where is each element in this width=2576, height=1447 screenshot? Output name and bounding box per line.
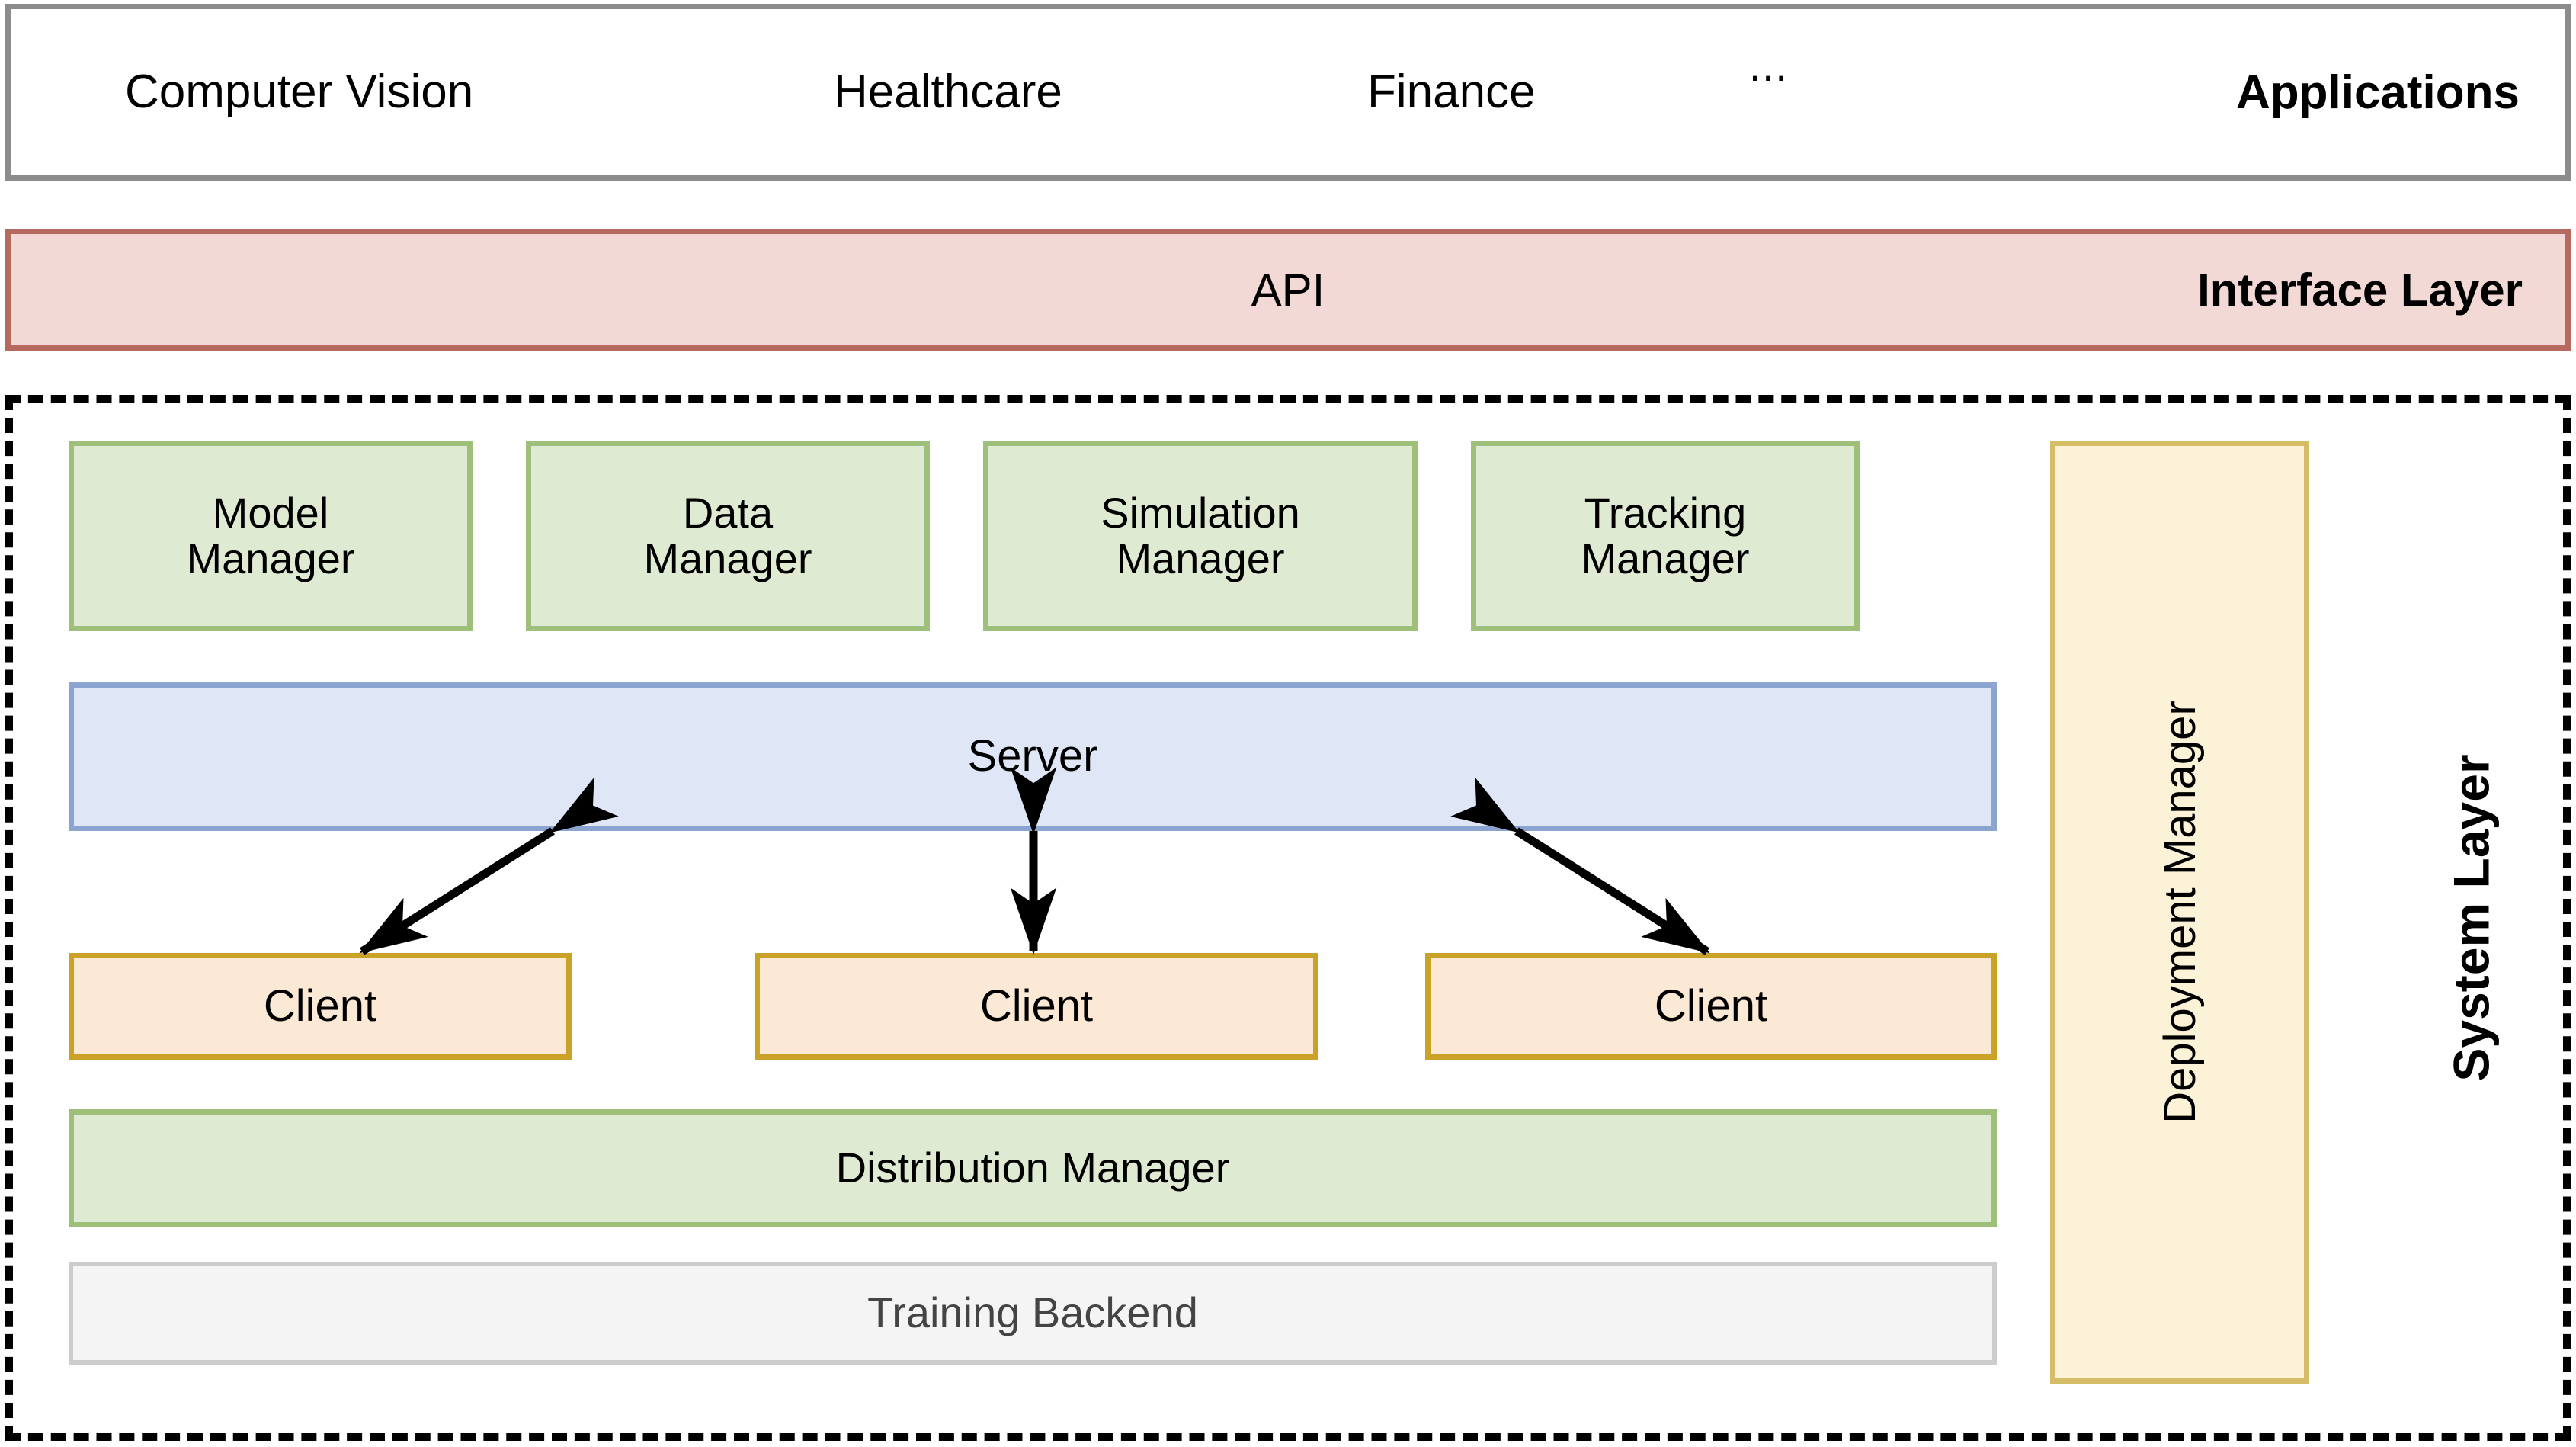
client-box-1[interactable]: Client — [69, 953, 572, 1060]
tracking-manager-label-line1: Tracking — [1584, 488, 1747, 537]
model-manager-label-line1: Model — [212, 488, 329, 537]
applications-layer-title: Applications — [2235, 66, 2520, 119]
client-box-2[interactable]: Client — [755, 953, 1318, 1060]
applications-ellipsis-icon: ⋯ — [1748, 56, 1791, 100]
distribution-manager-box[interactable]: Distribution Manager — [69, 1109, 1997, 1227]
interface-layer-title: Interface Layer — [2197, 264, 2523, 316]
data-manager-label-line2: Manager — [643, 534, 812, 582]
model-manager-box[interactable]: Model Manager — [69, 441, 473, 631]
data-manager-box[interactable]: Data Manager — [526, 441, 930, 631]
client-box-3[interactable]: Client — [1425, 953, 1997, 1060]
tracking-manager-label: Tracking Manager — [1581, 488, 1750, 582]
system-layer-title-text: System Layer — [2443, 754, 2501, 1082]
application-item-computer-vision: Computer Vision — [125, 66, 474, 118]
data-manager-label-line1: Data — [682, 488, 774, 537]
model-manager-label-line2: Manager — [186, 534, 355, 582]
training-backend-box[interactable]: Training Backend — [69, 1262, 1997, 1365]
client-label-1: Client — [263, 980, 377, 1031]
api-label: API — [1251, 264, 1325, 316]
data-manager-label: Data Manager — [643, 488, 812, 582]
tracking-manager-label-line2: Manager — [1581, 534, 1750, 582]
system-layer-title: System Layer — [2395, 403, 2548, 1433]
deployment-manager-box[interactable]: Deployment Manager — [2050, 441, 2309, 1384]
training-backend-label: Training Backend — [867, 1288, 1198, 1337]
model-manager-label: Model Manager — [186, 488, 355, 582]
simulation-manager-label-line1: Simulation — [1101, 488, 1300, 537]
client-label-3: Client — [1654, 980, 1768, 1031]
distribution-manager-label: Distribution Manager — [835, 1144, 1230, 1192]
applications-band: Computer Vision Healthcare Finance ⋯ App… — [5, 4, 2571, 181]
application-item-finance: Finance — [1367, 66, 1536, 118]
simulation-manager-label: Simulation Manager — [1101, 488, 1300, 582]
simulation-manager-box[interactable]: Simulation Manager — [983, 441, 1418, 631]
client-label-2: Client — [979, 980, 1094, 1031]
deployment-manager-label: Deployment Manager — [2155, 701, 2205, 1124]
interface-layer-band: API Interface Layer — [5, 229, 2571, 351]
server-label: Server — [967, 731, 1098, 781]
tracking-manager-box[interactable]: Tracking Manager — [1471, 441, 1860, 631]
server-box[interactable]: Server — [69, 682, 1997, 831]
simulation-manager-label-line2: Manager — [1116, 534, 1285, 582]
application-item-healthcare: Healthcare — [834, 66, 1062, 118]
